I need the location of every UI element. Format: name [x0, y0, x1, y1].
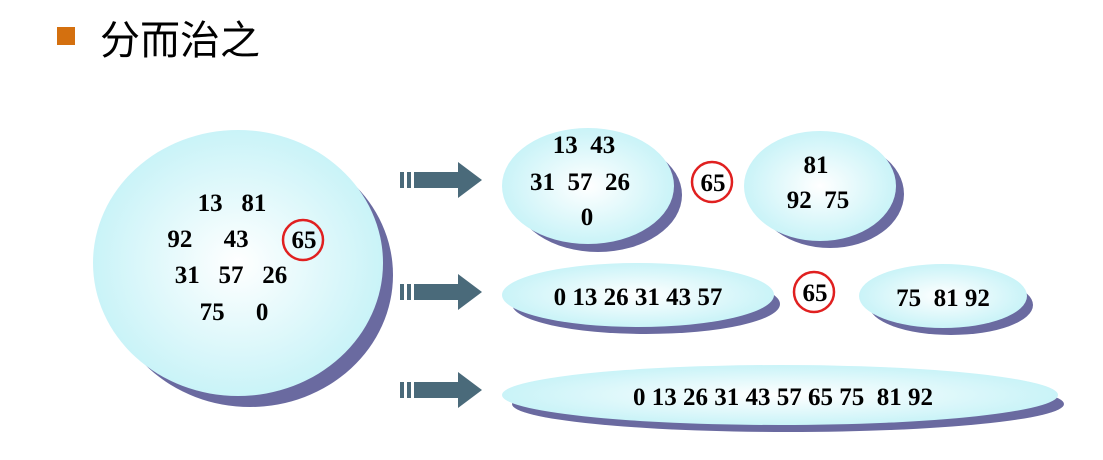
arrow-icon: [400, 162, 482, 198]
left-row-1: 13 43: [553, 132, 616, 159]
pivot-circle: [690, 160, 734, 204]
initial-row-4: 75 0: [200, 299, 269, 326]
left-part: 0 13 26 31 43 57: [554, 284, 723, 311]
initial-row-3: 31 57 26: [175, 262, 288, 289]
bullet-square: [57, 27, 75, 45]
pivot-value: 65: [803, 280, 828, 307]
step1-partition: 13 43 31 57 26 0 65 81 92 75: [502, 128, 904, 252]
pivot-value: 65: [292, 227, 317, 254]
initial-row-1: 13 81: [198, 190, 267, 217]
left-row-2: 31 57 26: [530, 169, 630, 196]
pivot-value: 65: [701, 170, 726, 197]
arrow-icon: [400, 274, 482, 310]
initial-row-2: 92 43: [167, 226, 248, 253]
right-row-1: 81: [804, 152, 829, 179]
pivot-circle: [281, 218, 325, 262]
right-part: 75 81 92: [896, 285, 990, 312]
pivot-circle: [792, 270, 836, 314]
right-row-2: 92 75: [787, 187, 850, 214]
step2-sorted-parts: 0 13 26 31 43 57 65 75 81 92: [502, 263, 1033, 335]
initial-set: 13 81 92 43 31 57 26 75 0 65: [93, 130, 393, 407]
step3-result: 0 13 26 31 43 57 65 75 81 92: [502, 365, 1064, 432]
left-row-3: 0: [581, 204, 594, 231]
slide-title: 分而治之: [100, 18, 260, 64]
arrow-icon: [400, 372, 482, 408]
sorted-result: 0 13 26 31 43 57 65 75 81 92: [633, 384, 933, 411]
